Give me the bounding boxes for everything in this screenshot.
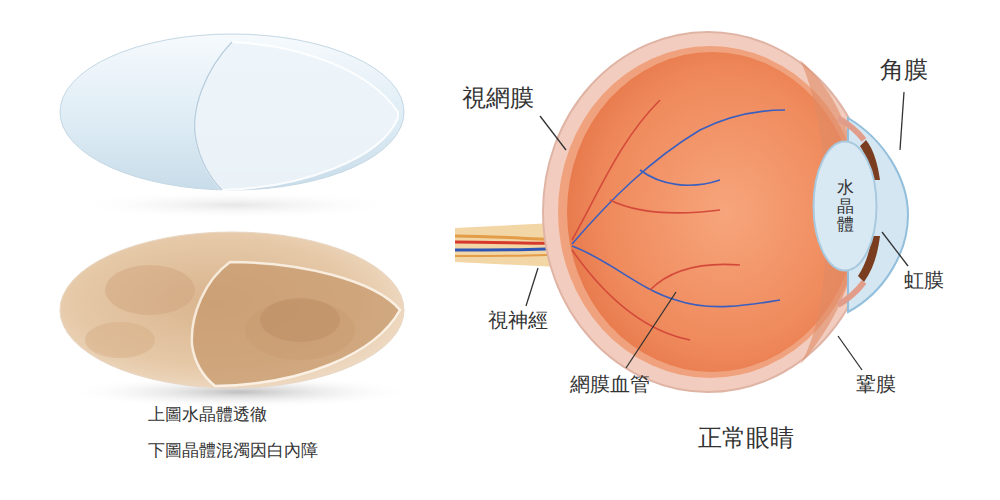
part-label: 視神經 [488,308,548,332]
part-label: 鞏膜 [856,372,896,396]
part-label: 虹膜 [904,268,944,292]
lens-label: 水晶體 [837,178,854,234]
figure-caption: 上圖水晶體透徹 [148,404,267,424]
figure-caption: 正常眼睛 [698,424,794,453]
figure-caption: 下圖晶體混濁因白內障 [148,440,318,460]
part-label: 視網膜 [462,84,534,113]
lens-shape: 水晶體 [812,140,878,272]
part-label: 角膜 [880,56,928,85]
part-label: 網膜血管 [570,372,650,396]
